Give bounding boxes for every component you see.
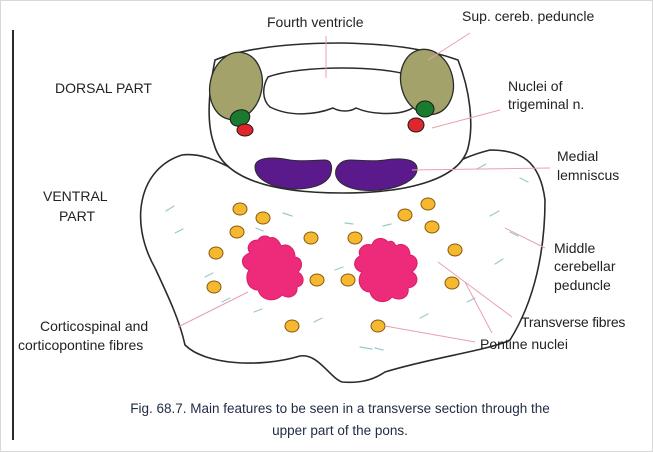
pontine-nucleus (371, 320, 385, 332)
label-corticopontine: corticopontine fibres (18, 337, 143, 354)
caption-line-2: upper part of the pons. (60, 420, 620, 442)
pontine-nucleus (230, 226, 244, 238)
pontine-nucleus (285, 320, 299, 332)
figure-caption: Fig. 68.7. Main features to be seen in a… (60, 398, 620, 442)
label-transverse-fibres: Transverse fibres (521, 314, 625, 331)
label-nuclei-of: Nuclei of (508, 78, 562, 95)
pontine-nucleus (310, 274, 324, 286)
pontine-nucleus (209, 247, 223, 259)
trigeminal-nucleus-green-right (416, 101, 434, 117)
label-sup-cereb-peduncle: Sup. cereb. peduncle (462, 8, 594, 25)
label-middle: Middle (554, 240, 595, 257)
caption-line-1: Fig. 68.7. Main features to be seen in a… (60, 398, 620, 420)
pontine-nucleus (448, 244, 462, 256)
label-medial: Medial (557, 148, 598, 165)
pontine-nucleus (256, 212, 270, 224)
label-corticospinal: Corticospinal and (40, 318, 148, 335)
label-peduncle: peduncle (554, 277, 611, 294)
pontine-nucleus (233, 203, 247, 215)
pontine-nucleus (425, 221, 439, 233)
label-fourth-ventricle: Fourth ventricle (267, 14, 363, 31)
label-ventral: VENTRAL (43, 188, 108, 205)
pontine-nucleus (421, 198, 435, 210)
label-lemniscus: lemniscus (557, 167, 619, 184)
label-cerebellar: cerebellar (554, 258, 615, 275)
pontine-nucleus (348, 232, 362, 244)
label-trigeminal-n: trigeminal n. (508, 96, 584, 113)
pontine-nucleus (207, 281, 221, 293)
label-part: PART (59, 208, 95, 225)
label-dorsal-part: DORSAL PART (55, 80, 152, 97)
pontine-nucleus (445, 277, 459, 289)
label-pontine-nuclei: Pontine nuclei (480, 336, 568, 353)
fourth-ventricle (264, 68, 420, 114)
trigeminal-nucleus-red-left (237, 124, 253, 136)
pontine-nucleus (341, 274, 355, 286)
trigeminal-nucleus-red-right (408, 118, 424, 132)
pontine-nucleus (304, 232, 318, 244)
pontine-nucleus (398, 209, 412, 221)
